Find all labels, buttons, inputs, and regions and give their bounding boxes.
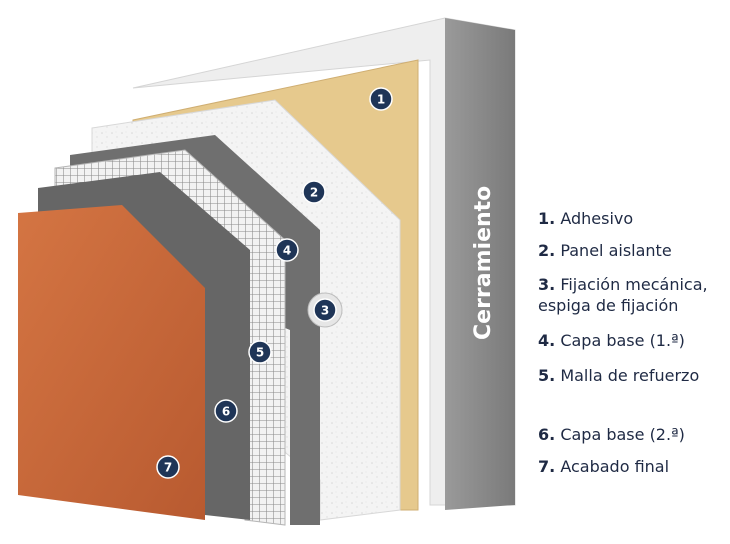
legend-item-1: 1. Adhesivo bbox=[538, 209, 634, 228]
svg-text:4: 4 bbox=[283, 244, 291, 258]
legend-item-7: 7. Acabado final bbox=[538, 457, 670, 476]
legend-item-6: 6. Capa base (2.ª) bbox=[538, 425, 685, 444]
wall-cerramiento: Cerramiento bbox=[132, 17, 516, 510]
svg-text:3: 3 bbox=[321, 304, 329, 318]
svg-text:2: 2 bbox=[310, 186, 318, 200]
layer-finish bbox=[18, 205, 205, 520]
badge-7: 7 bbox=[156, 455, 180, 479]
svg-text:5: 5 bbox=[256, 346, 264, 360]
legend-item-4: 4. Capa base (1.ª) bbox=[538, 331, 685, 350]
badge-2: 2 bbox=[302, 180, 326, 204]
badge-1: 1 bbox=[369, 87, 393, 111]
svg-text:7: 7 bbox=[164, 461, 172, 475]
badge-5: 5 bbox=[248, 340, 272, 364]
badge-4: 4 bbox=[275, 238, 299, 262]
badge-3: 3 bbox=[307, 292, 343, 328]
legend-item-2: 2. Panel aislante bbox=[538, 241, 672, 260]
badge-6: 6 bbox=[214, 399, 238, 423]
wall-label: Cerramiento bbox=[471, 186, 496, 340]
wall-side-face bbox=[445, 18, 515, 510]
legend-item-5: 5. Malla de refuerzo bbox=[538, 366, 700, 385]
svg-text:1: 1 bbox=[377, 93, 385, 107]
legend-item-3: 3. Fijación mecánica,espiga de fijación bbox=[538, 275, 708, 315]
svg-text:6: 6 bbox=[222, 405, 230, 419]
